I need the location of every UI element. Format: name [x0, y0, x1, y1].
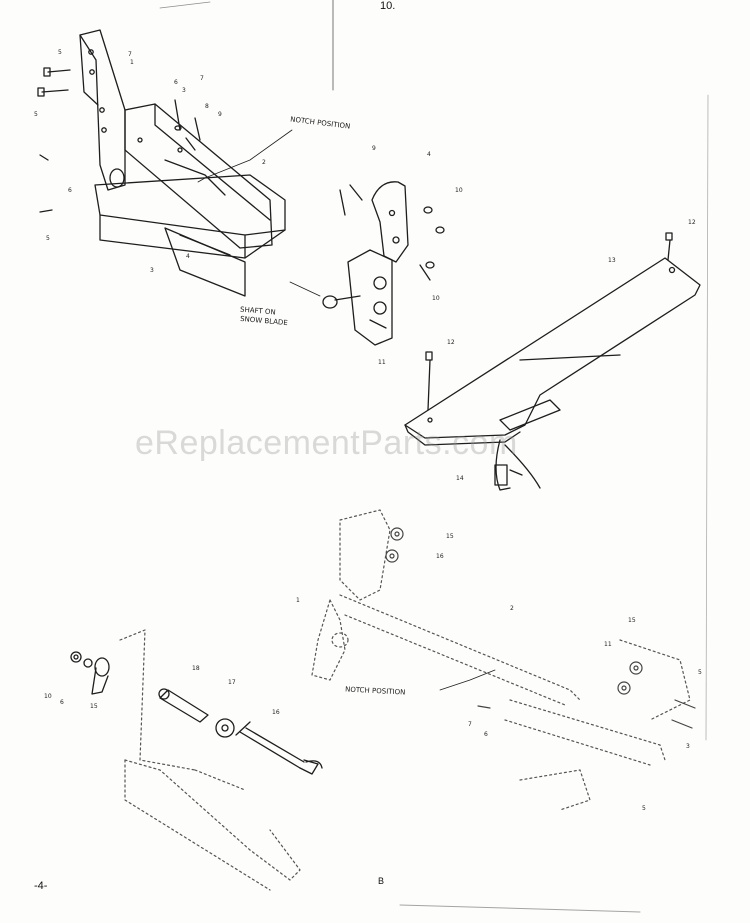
callout-number: 18 — [192, 665, 200, 672]
callout-number: 9 — [218, 111, 222, 118]
callout-number: 6 — [174, 79, 178, 86]
callout-number: 11 — [378, 359, 386, 366]
lower-left-bracket — [119, 629, 301, 891]
callout-number: 13 — [608, 257, 616, 264]
lower-hanger — [322, 249, 393, 346]
callout-number: 5 — [698, 669, 702, 676]
channel-beam — [94, 174, 286, 259]
callout-number: 12 — [688, 219, 696, 226]
fasteners-upper — [174, 99, 445, 281]
side-hanger-plate — [371, 181, 409, 263]
callout-number: 10 — [455, 187, 463, 194]
notch-plate — [124, 103, 273, 249]
callout-number: 11 — [604, 641, 612, 648]
bolt-set-left — [37, 67, 71, 213]
callout-number: 17 — [228, 679, 236, 686]
callout-number: 9 — [372, 145, 376, 152]
callout-number: 2 — [262, 159, 266, 166]
callout-number: 15 — [628, 617, 636, 624]
callout-number: 1 — [296, 597, 300, 604]
lower-left-assembly — [70, 651, 323, 775]
callout-number: 3 — [686, 743, 690, 750]
sub-figure-letter: B — [378, 876, 385, 886]
callout-number: 10 — [432, 295, 440, 302]
leader-line-notch-bottom — [439, 669, 496, 691]
callout-number: 1 — [130, 59, 134, 66]
callout-number: 5 — [46, 235, 50, 242]
callout-number: 16 — [436, 553, 444, 560]
leader-lines-upper — [197, 129, 321, 297]
watermark-text: eReplacementParts.com — [135, 424, 518, 462]
callout-number: 5 — [58, 49, 62, 56]
callout-number: 4 — [427, 151, 431, 158]
callout-number: 6 — [68, 187, 72, 194]
callout-number: 3 — [150, 267, 154, 274]
page-number: -4- — [34, 880, 48, 892]
callout-number: 16 — [272, 709, 280, 716]
callout-number: 12 — [447, 339, 455, 346]
callout-number: 7 — [468, 721, 472, 728]
callout-number: 5 — [642, 805, 646, 812]
washers-lower-right — [385, 527, 696, 729]
long-plate — [404, 232, 701, 446]
callout-number: 6 — [484, 731, 488, 738]
header-fragment: 10. — [380, 0, 396, 12]
lower-right-assembly — [311, 509, 691, 811]
callout-number: 7 — [128, 51, 132, 58]
callout-number: 5 — [34, 111, 38, 118]
callout-number: 8 — [205, 103, 209, 110]
callout-number: 14 — [456, 475, 464, 482]
mounting-bracket-left — [79, 29, 126, 191]
callout-number: 15 — [446, 533, 454, 540]
callout-number: 15 — [90, 703, 98, 710]
callout-number: 7 — [200, 75, 204, 82]
wire-connector — [494, 439, 541, 491]
callout-number: 10 — [44, 693, 52, 700]
callout-number: 2 — [510, 605, 514, 612]
lower-bar — [164, 227, 246, 297]
callout-number: 3 — [182, 87, 186, 94]
callout-number: 6 — [60, 699, 64, 706]
callout-number: 4 — [186, 253, 190, 260]
